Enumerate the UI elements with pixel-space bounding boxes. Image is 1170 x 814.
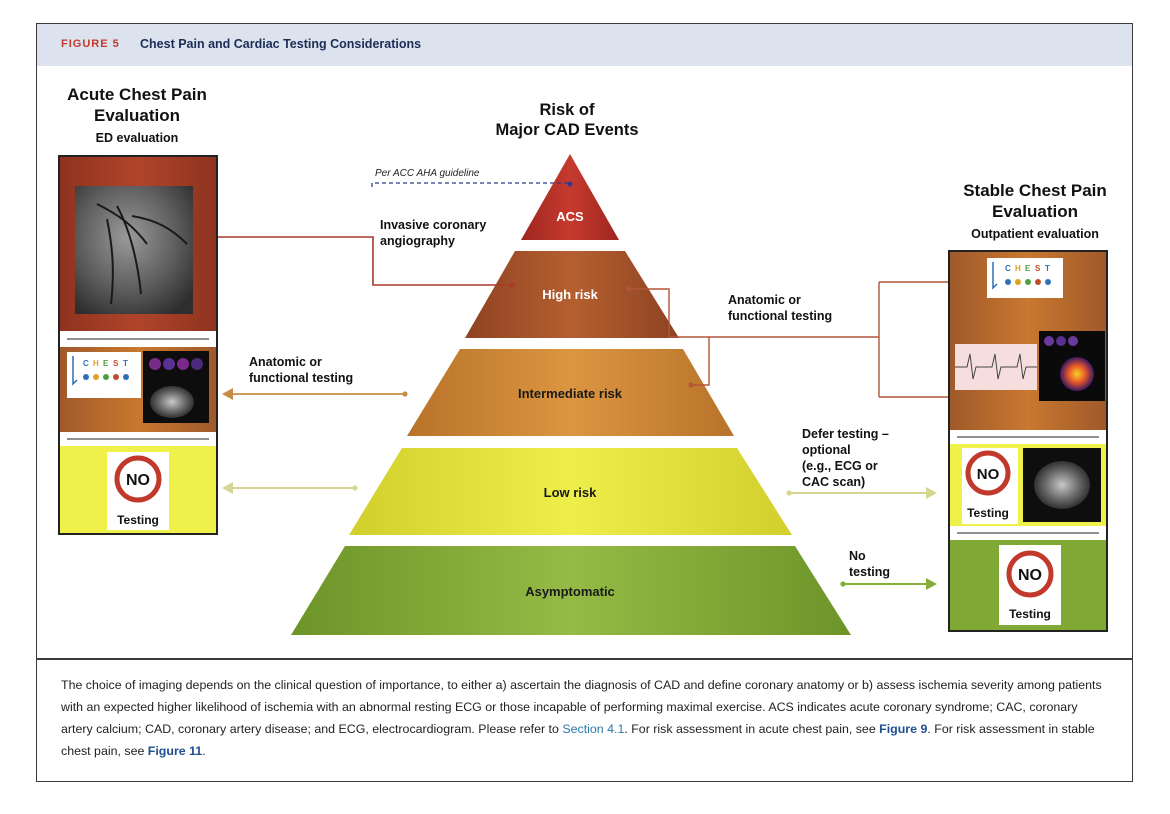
pyramid-level-low xyxy=(349,448,792,535)
invasive-dot-right xyxy=(509,282,515,288)
left-title-line2: Evaluation xyxy=(94,106,180,125)
defer-label-line1: Defer testing – xyxy=(802,427,889,441)
left-title-line1: Acute Chest Pain xyxy=(67,85,207,104)
pyramid-title-line2: Major CAD Events xyxy=(495,121,639,139)
figure-header: FIGURE 5 Chest Pain and Cardiac Testing … xyxy=(37,24,1132,66)
left-no-sign-icon xyxy=(114,455,162,503)
defer-label-line3: (e.g., ECG or xyxy=(802,459,878,473)
pyramid-title-line1: Risk of xyxy=(539,101,595,119)
invasive-label-line1: Invasive coronary xyxy=(380,218,486,232)
no-testing-dot xyxy=(840,581,846,587)
pyramid-level-high xyxy=(465,251,679,338)
right-subtitle: Outpatient evaluation xyxy=(971,227,1099,241)
anatomic-left-arrowhead xyxy=(222,388,233,400)
ecg-trace xyxy=(955,353,1037,380)
no-testing-label-line1: No xyxy=(849,549,866,563)
figure-11-link[interactable]: Figure 11 xyxy=(147,744,203,758)
svg-text:C: C xyxy=(1005,264,1011,273)
caption-text-1: The choice of imaging depends on the cli… xyxy=(61,678,1102,736)
defer-label-line4: CAC scan) xyxy=(802,475,865,489)
pyramid-label-asymptomatic: Asymptomatic xyxy=(525,584,615,599)
caption-text-2: . For risk assessment in acute chest pai… xyxy=(624,722,880,736)
left-no-text: NO xyxy=(126,472,150,489)
pyramid-label-intermediate: Intermediate risk xyxy=(518,386,623,401)
caption-text-4: . xyxy=(202,744,206,758)
right-title-line1: Stable Chest Pain xyxy=(963,181,1107,200)
figure-frame: FIGURE 5 Chest Pain and Cardiac Testing … xyxy=(36,23,1133,782)
guideline-label: Per ACC AHA guideline xyxy=(375,168,480,179)
left-chest-letters: C H E S T xyxy=(83,359,128,368)
figure-title: Chest Pain and Cardiac Testing Considera… xyxy=(140,37,422,51)
svg-text:E: E xyxy=(1025,264,1031,273)
right-chest-dots xyxy=(1005,279,1051,285)
anatomic-left-dot xyxy=(402,391,408,397)
right-panel-bracket xyxy=(709,281,965,398)
no-testing-label-line2: testing xyxy=(849,565,890,579)
svg-text:H: H xyxy=(1015,264,1021,273)
right-title-line2: Evaluation xyxy=(992,202,1078,221)
invasive-label-line2: angiography xyxy=(380,234,455,248)
diagram-canvas: ACS High risk Intermediate risk Low risk… xyxy=(58,154,1108,635)
defer-arrowhead xyxy=(926,487,937,499)
anatomic-left-label-line2: functional testing xyxy=(249,371,353,385)
caption-text-3: . For risk assessment in stable chest pa… xyxy=(61,722,1095,758)
caption-divider xyxy=(37,658,1132,660)
right-no-text-2: NO xyxy=(1018,567,1042,584)
section-4-1-link[interactable]: Section 4.1 xyxy=(562,722,625,736)
svg-text:C: C xyxy=(83,359,89,368)
right-panel: C H E S T xyxy=(948,250,1108,632)
guideline-dot xyxy=(567,181,573,187)
anatomic-left-label-line1: Anatomic or xyxy=(249,355,322,369)
right-testing-text-2: Testing xyxy=(1009,607,1051,621)
pyramid-level-intermediate xyxy=(407,349,734,436)
pyramid-level-acs xyxy=(521,154,619,240)
defer-label-line2: optional xyxy=(802,443,851,457)
pyramid-level-asymptomatic xyxy=(291,546,851,635)
svg-text:E: E xyxy=(103,359,109,368)
right-panel-title: Stable Chest Pain Evaluation Outpatient … xyxy=(945,180,1125,245)
angiogram-vessels xyxy=(96,203,188,305)
right-no-sign-icon-2 xyxy=(1006,550,1054,598)
left-panel: C H E S T NO Testing xyxy=(58,155,218,535)
right-chest-logo xyxy=(987,258,1063,298)
left-chest-dots xyxy=(83,374,129,380)
pyramid-label-acs: ACS xyxy=(556,209,584,224)
pyramid: ACS High risk Intermediate risk Low risk… xyxy=(291,154,851,635)
no-testing-arrowhead xyxy=(926,578,937,590)
anatomic-right-label-line2: functional testing xyxy=(728,309,832,323)
defer-dot xyxy=(786,490,792,496)
left-subtitle: ED evaluation xyxy=(95,131,179,145)
right-no-text-1: NO xyxy=(977,466,1000,483)
anatomic-right-connector xyxy=(629,288,710,386)
pyramid-label-low: Low risk xyxy=(544,485,598,500)
svg-text:S: S xyxy=(1035,264,1041,273)
left-testing-text: Testing xyxy=(117,513,159,527)
left-chest-figure-icon xyxy=(72,356,78,386)
anatomic-right-dot-high xyxy=(626,286,632,292)
pyramid-label-high: High risk xyxy=(542,287,598,302)
low-left-arrowhead xyxy=(222,482,233,494)
figure-number: FIGURE 5 xyxy=(61,38,120,50)
guideline-dashed-connector xyxy=(371,182,571,187)
left-panel-title: Acute Chest Pain Evaluation ED evaluatio… xyxy=(47,84,227,149)
right-testing-text-1: Testing xyxy=(967,506,1009,520)
low-left-dot xyxy=(352,485,358,491)
right-no-sign-icon-1 xyxy=(965,450,1011,496)
svg-text:T: T xyxy=(123,359,128,368)
pyramid-title: Risk of Major CAD Events xyxy=(467,100,667,140)
anatomic-right-label-line1: Anatomic or xyxy=(728,293,801,307)
right-chest-figure-icon xyxy=(992,262,998,290)
invasive-angiography-connector xyxy=(204,236,512,286)
anatomic-right-dot-int xyxy=(688,382,694,388)
figure-9-link[interactable]: Figure 9 xyxy=(879,722,928,736)
figure-caption: The choice of imaging depends on the cli… xyxy=(61,674,1111,762)
ecg-strip-image xyxy=(955,344,1037,390)
svg-text:T: T xyxy=(1045,264,1050,273)
svg-text:H: H xyxy=(93,359,99,368)
svg-text:S: S xyxy=(113,359,119,368)
right-chest-letters: C H E S T xyxy=(1005,264,1050,273)
